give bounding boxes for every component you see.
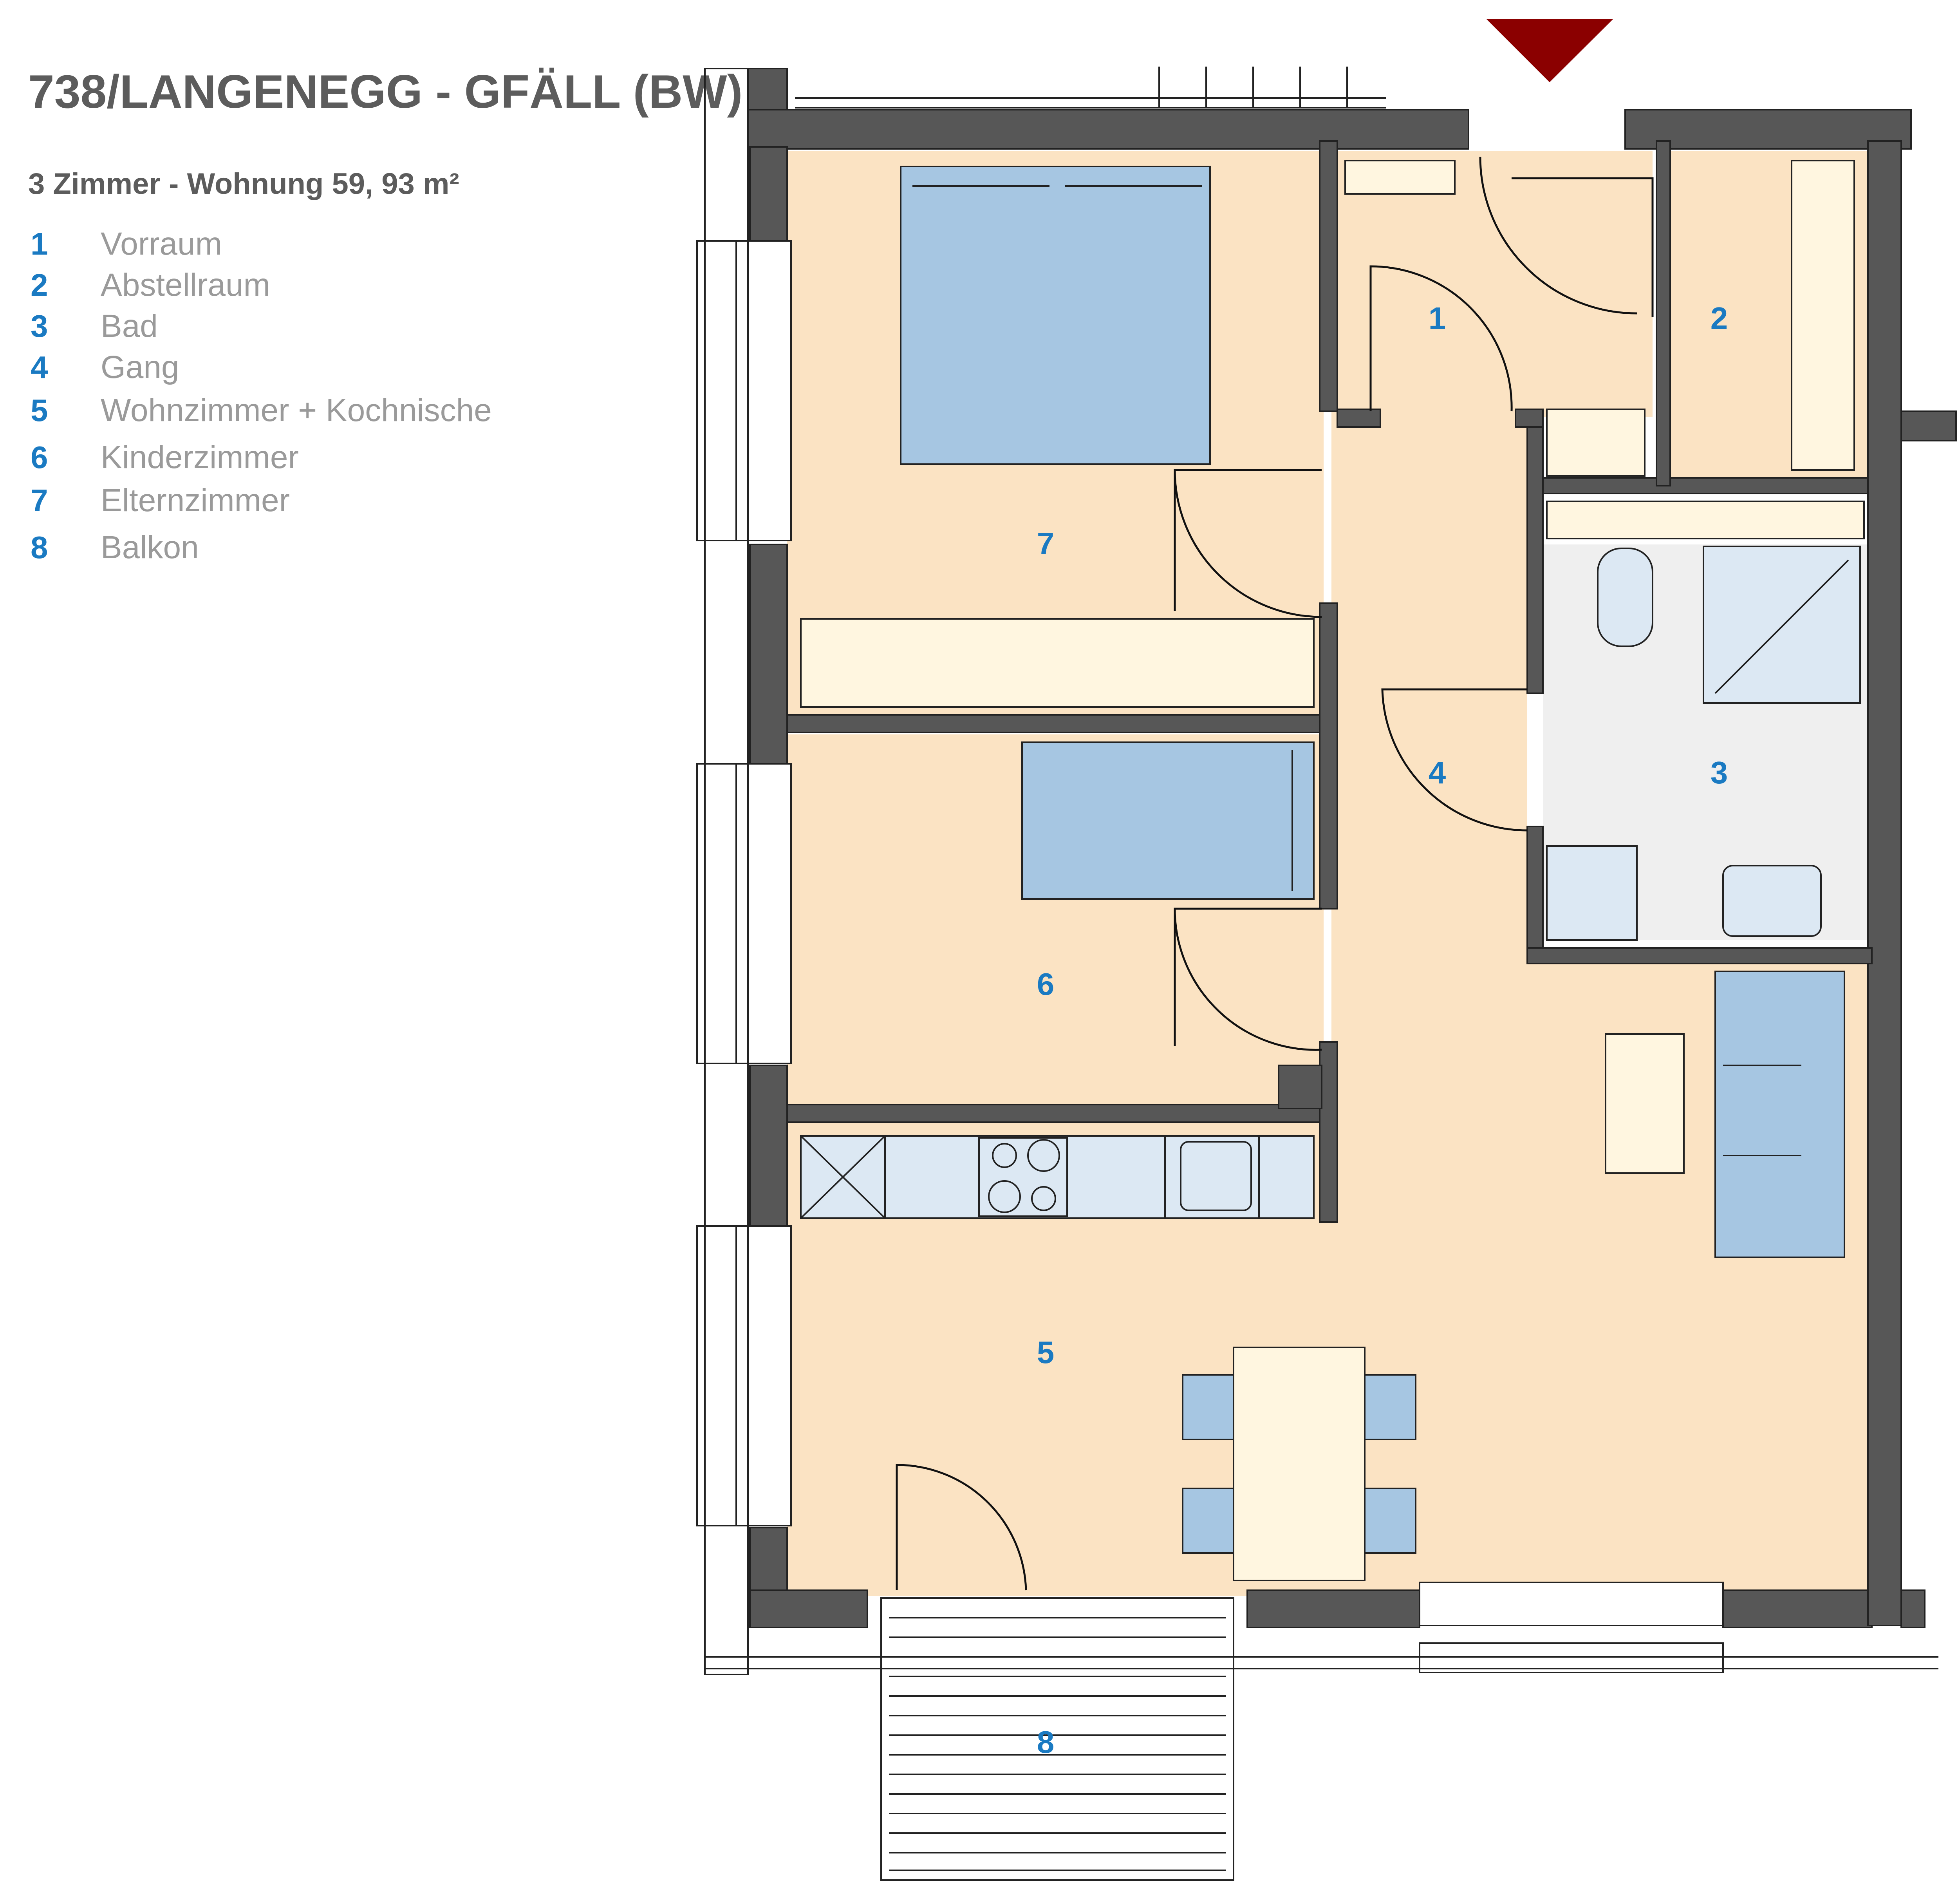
legend-item: 8 Balkon [31, 530, 199, 565]
legend-number: 2 [31, 268, 48, 302]
shower [1703, 546, 1861, 704]
room-number: 4 [1429, 755, 1446, 790]
entry-shelf [1344, 160, 1456, 195]
floor-entry [1331, 151, 1653, 417]
dining-table [1233, 1347, 1366, 1581]
room-labels: 1 2 3 4 5 6 7 8 [1037, 301, 1728, 1759]
legend-name: Bad [101, 308, 158, 344]
room-number: 8 [1037, 1725, 1055, 1759]
entrance-arrow-icon [1486, 19, 1613, 82]
legend-item: 4 Gang [31, 349, 179, 385]
plan-subtitle: 3 Zimmer - Wohnung 59, 93 m² [28, 167, 459, 201]
legend-number: 6 [31, 440, 48, 475]
legend-name: Wohnzimmer + Kochnische [101, 392, 492, 428]
legend-name: Kinderzimmer [101, 439, 299, 475]
legend-name: Abstellraum [101, 267, 270, 303]
windows-left [696, 68, 792, 1675]
room-number: 6 [1037, 967, 1055, 1002]
legend-name: Balkon [101, 530, 199, 565]
washing-machine [1546, 845, 1638, 941]
room-number: 3 [1711, 755, 1728, 790]
toilet [1597, 548, 1653, 647]
legend-name: Elternzimmer [101, 483, 290, 518]
legend-item: 2 Abstellraum [31, 267, 270, 303]
legend-number: 8 [31, 530, 48, 565]
top-railing [795, 67, 1386, 108]
dining-chair [1364, 1374, 1416, 1440]
single-bed [1021, 741, 1315, 900]
legend-name: Gang [101, 349, 179, 385]
entry-cabinet [1546, 409, 1646, 477]
legend-number: 3 [31, 309, 48, 344]
legend-item: 5 Wohnzimmer + Kochnische [31, 392, 492, 428]
dining-chair [1182, 1488, 1234, 1554]
room-number: 2 [1711, 301, 1728, 336]
legend-number: 1 [31, 226, 48, 261]
balcony [880, 1597, 1234, 1881]
legend-item: 3 Bad [31, 308, 158, 344]
bath-cabinet [1546, 501, 1865, 539]
room-number: 5 [1037, 1335, 1055, 1370]
washbasin [1722, 865, 1822, 937]
wardrobe-parents [800, 618, 1315, 708]
legend-item: 6 Kinderzimmer [31, 439, 299, 475]
dining-chair [1364, 1488, 1416, 1554]
legend-number: 7 [31, 483, 48, 518]
floor-balcony [881, 1596, 1234, 1878]
room-legend: 1 Vorraum 2 Abstellraum 3 Bad 4 Gang 5 W… [31, 226, 492, 565]
storage-shelf [1791, 160, 1855, 471]
room-number: 1 [1429, 301, 1446, 336]
sofa [1714, 971, 1845, 1258]
furniture [800, 160, 1865, 1581]
legend-item: 7 Elternzimmer [31, 483, 290, 518]
legend-number: 4 [31, 350, 48, 385]
dining-chair [1182, 1374, 1234, 1440]
legend-item: 1 Vorraum [31, 226, 222, 262]
kitchen-sink [1180, 1141, 1252, 1211]
room-number: 7 [1037, 526, 1055, 561]
walls [747, 68, 1957, 1628]
plan-title: 738/LANGENEGG - GFÄLL (BW) [28, 65, 743, 118]
legend-number: 5 [31, 393, 48, 428]
floor-hallway [1331, 415, 1527, 1120]
coffee-table [1605, 1033, 1685, 1174]
double-bed [900, 166, 1211, 465]
windows-bottom [705, 1582, 1938, 1673]
legend-name: Vorraum [101, 226, 222, 262]
doors [896, 156, 1654, 1591]
